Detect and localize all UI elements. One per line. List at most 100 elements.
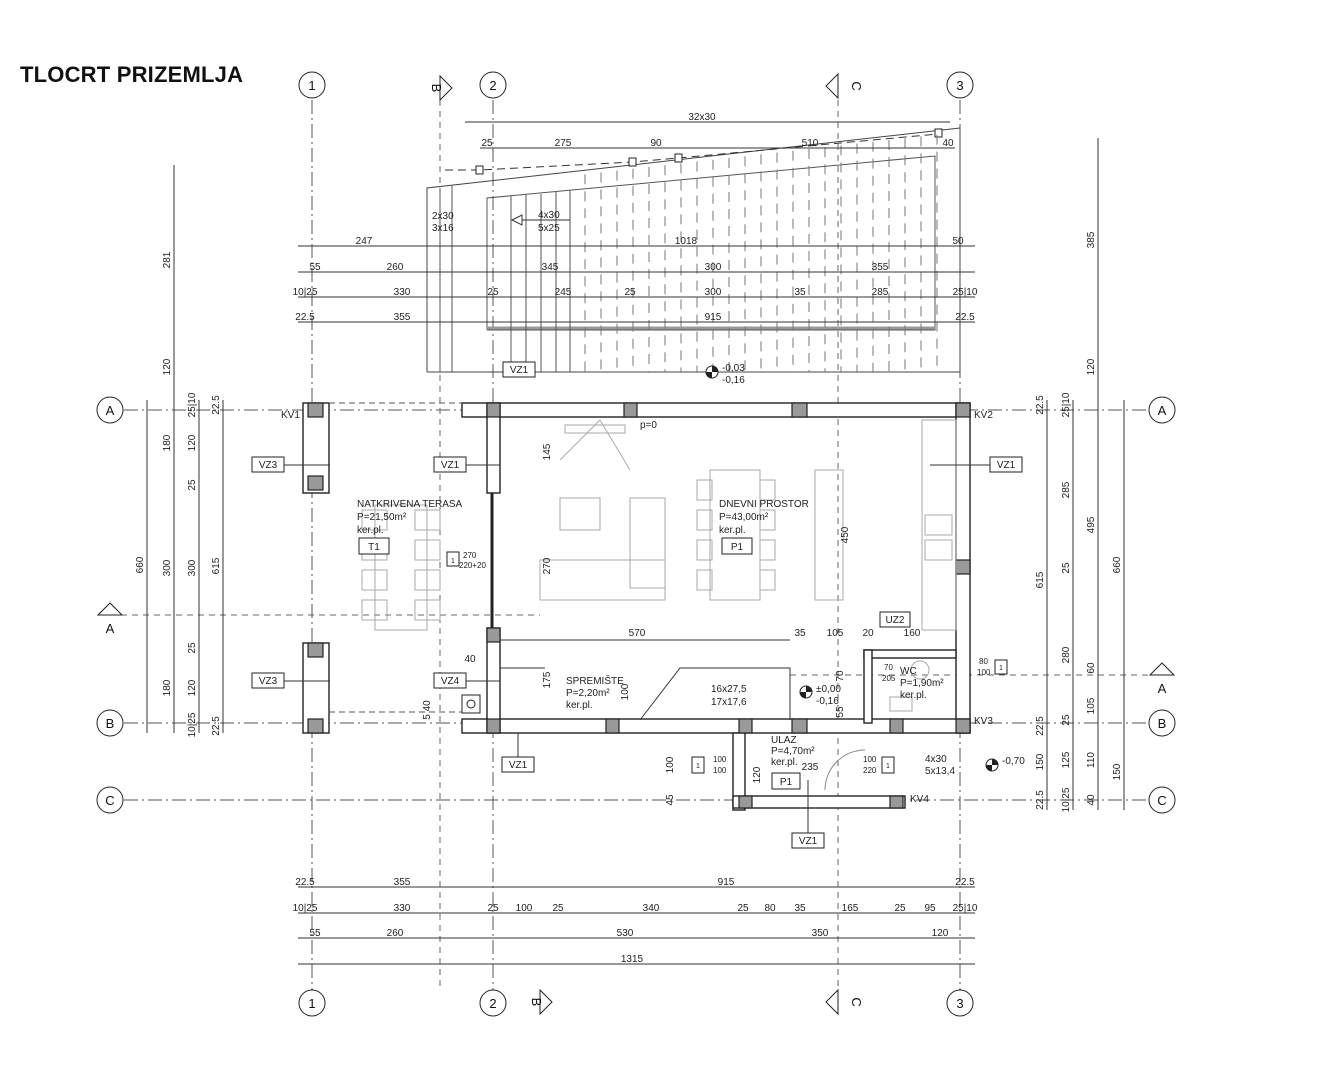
dimension-label: 25|10 [953, 903, 978, 914]
tag-kv3: KV3 [974, 716, 993, 727]
dimension-label: 25 [1061, 562, 1072, 574]
room-ulaz: ULAZ P=4,70m² ker.pl. P1 [771, 735, 815, 790]
svg-text:C: C [849, 81, 864, 90]
svg-text:ker.pl.: ker.pl. [900, 690, 927, 701]
tag-kv1: KV1 [281, 410, 300, 421]
dimension-label: 125 [1061, 751, 1072, 768]
interior-dimension-label: 5 40 [422, 700, 433, 720]
dimension-label: 22.5 [955, 877, 975, 888]
section-mark-b-top: B [429, 74, 453, 102]
svg-text:VZ1: VZ1 [441, 460, 460, 471]
svg-text:100: 100 [863, 755, 877, 764]
svg-text:2: 2 [489, 996, 496, 1011]
axis-bubble-c-right: C [1148, 786, 1176, 814]
svg-text:P=4,70m²: P=4,70m² [771, 746, 815, 757]
dimension-label: 25|10 [187, 392, 198, 417]
dimension-label: 1018 [675, 236, 698, 247]
dimension-label: 355 [394, 312, 411, 323]
dimension-label: 180 [162, 679, 173, 696]
svg-text:VZ3: VZ3 [259, 460, 278, 471]
svg-text:270: 270 [463, 551, 477, 560]
dimension-label: 35 [794, 903, 806, 914]
axis-bubble-c-left: C [96, 786, 124, 814]
interior-dimension-label: 175 [542, 671, 553, 688]
dimension-label: 10|25 [293, 903, 318, 914]
svg-text:80: 80 [979, 657, 988, 666]
dimension-label: 355 [872, 262, 889, 273]
svg-text:VZ1: VZ1 [509, 760, 528, 771]
svg-text:p=0: p=0 [640, 420, 657, 431]
svg-text:±0,00: ±0,00 [816, 684, 841, 695]
svg-text:16x27,5: 16x27,5 [711, 684, 747, 695]
dimension-lines [146, 121, 1125, 965]
svg-text:ker.pl.: ker.pl. [566, 700, 593, 711]
dimension-label: 615 [1035, 571, 1046, 588]
svg-text:WC: WC [900, 666, 917, 677]
dimension-label: 300 [705, 287, 722, 298]
dimension-label: 300 [187, 559, 198, 576]
svg-text:220+20: 220+20 [459, 561, 486, 570]
svg-text:A: A [1158, 681, 1167, 696]
furniture [361, 419, 957, 791]
section-mark-c-bottom: C [825, 988, 864, 1016]
svg-text:SPREMIŠTE: SPREMIŠTE [566, 674, 624, 687]
svg-text:1: 1 [308, 996, 315, 1011]
svg-text:70: 70 [884, 663, 893, 672]
dimension-label: 25 [737, 903, 749, 914]
dimension-label: 25 [487, 287, 499, 298]
dimension-label: 50 [952, 236, 964, 247]
dimension-label: 10|25 [293, 287, 318, 298]
dimension-label: 25|10 [1061, 392, 1072, 417]
interior-dimension-label: 160 [904, 628, 921, 639]
svg-text:-0,16: -0,16 [722, 375, 745, 386]
svg-text:1: 1 [696, 763, 700, 770]
svg-text:A: A [106, 621, 115, 636]
svg-text:VZ4: VZ4 [441, 676, 460, 687]
axis-bubble-2-bottom: 2 [479, 989, 507, 1017]
dimension-label: 40 [942, 138, 954, 149]
svg-text:C: C [105, 793, 114, 808]
dimension-label: 80 [764, 903, 776, 914]
dimension-label: 25 [187, 479, 198, 491]
dimension-label: 120 [932, 928, 949, 939]
front-terrace-stairs [426, 127, 961, 373]
tag-vz1-entrance: VZ1 [791, 780, 825, 849]
svg-text:VZ3: VZ3 [259, 676, 278, 687]
tag-vz1-left: VZ1 [433, 456, 500, 473]
dimension-label: 345 [542, 262, 559, 273]
interior-dimension-label: 70 [835, 670, 846, 682]
svg-text:A: A [106, 403, 115, 418]
svg-text:100: 100 [713, 766, 727, 775]
tag-vz3-top: VZ3 [251, 456, 330, 473]
dimension-label: 285 [872, 287, 889, 298]
dimension-label: 22.5 [295, 877, 315, 888]
dimension-label: 260 [387, 928, 404, 939]
svg-text:A: A [1158, 403, 1167, 418]
interior-dimension-label: 270 [542, 557, 553, 574]
svg-text:B: B [429, 84, 444, 93]
dimension-label: 285 [1061, 481, 1072, 498]
interior-dimension-label: 450 [840, 526, 851, 543]
dimension-label: 150 [1035, 753, 1046, 770]
svg-text:100: 100 [977, 668, 991, 677]
dimension-label: 275 [555, 138, 572, 149]
svg-text:3: 3 [956, 996, 963, 1011]
svg-text:B: B [529, 998, 544, 1007]
interior-dimension-label: 55 [835, 706, 846, 718]
tag-vz1-bottom: VZ1 [501, 733, 535, 773]
svg-text:1: 1 [451, 558, 455, 565]
svg-text:-0,16: -0,16 [816, 696, 839, 707]
svg-text:-0,03: -0,03 [722, 363, 745, 374]
dimension-label: 281 [162, 251, 173, 268]
svg-text:B: B [1158, 716, 1167, 731]
dimension-label: 10|25 [187, 712, 198, 737]
dimension-label: 25 [1061, 714, 1072, 726]
svg-text:3x16: 3x16 [432, 223, 454, 234]
dimension-label: 60 [1086, 662, 1097, 674]
svg-text:B: B [106, 716, 115, 731]
interior-dimension-label: 105 [827, 628, 844, 639]
